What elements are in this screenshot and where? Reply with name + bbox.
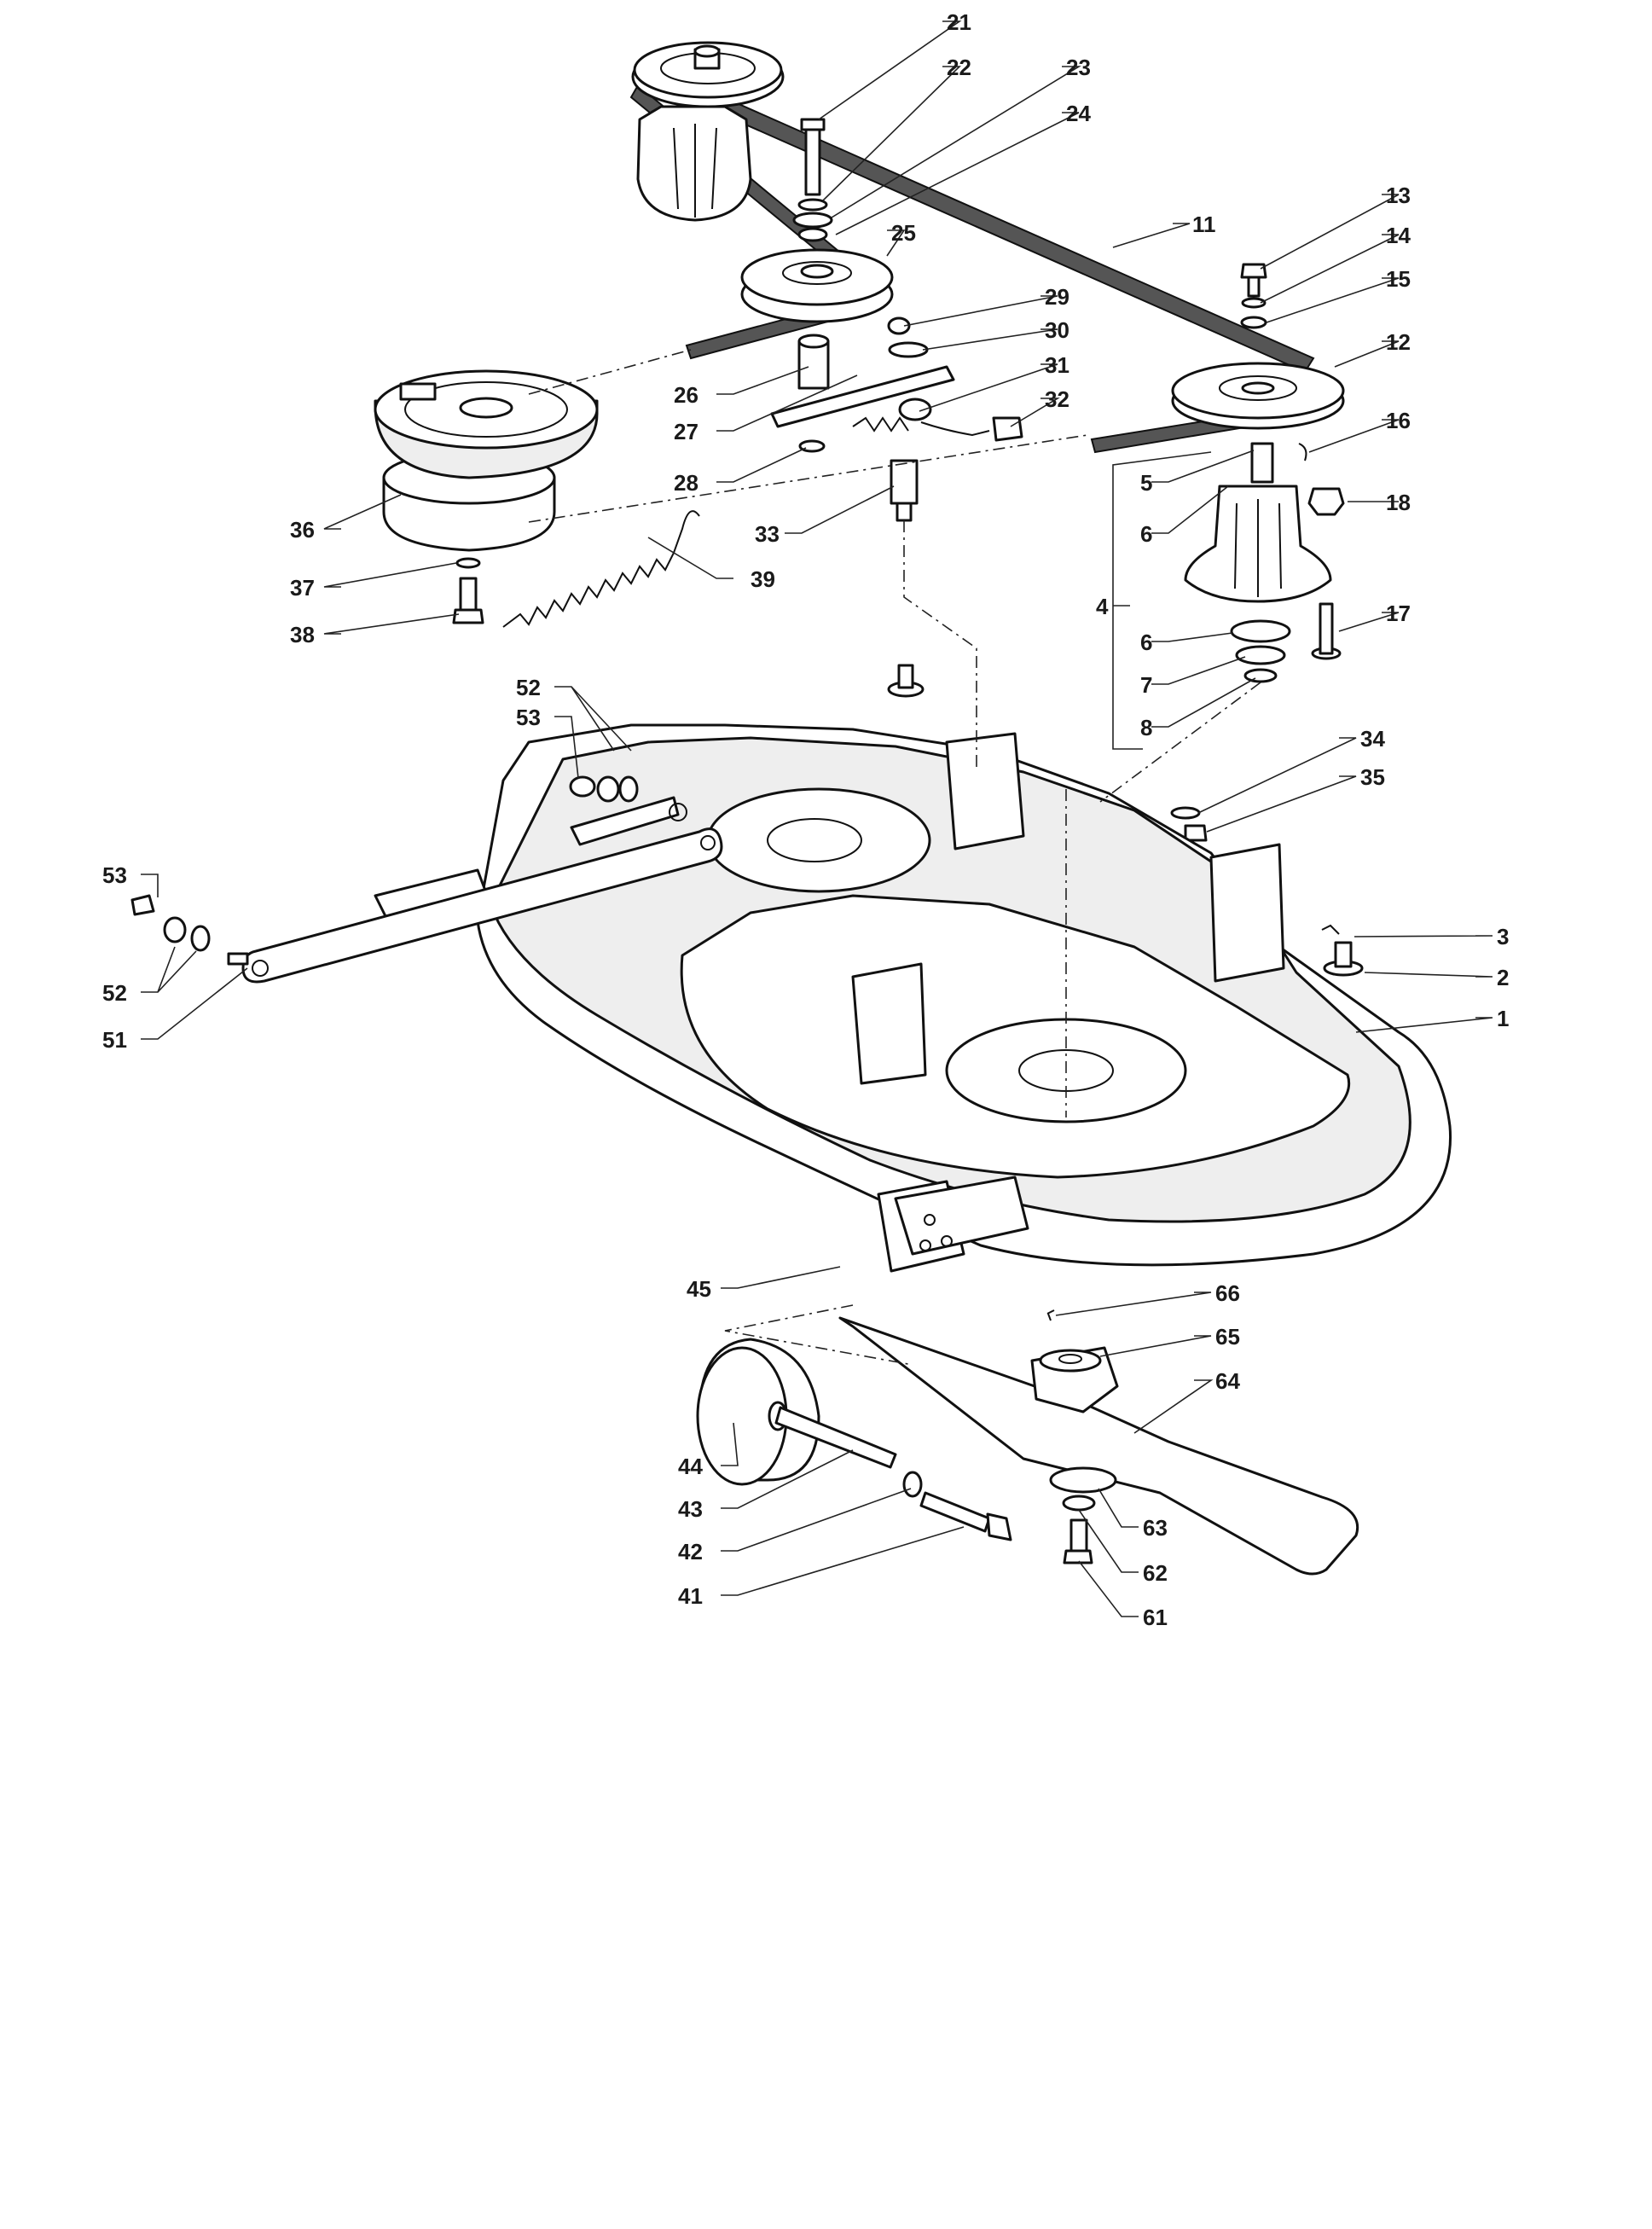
callout-52-lower: 52 xyxy=(102,980,127,1006)
callout-64: 64 xyxy=(1215,1368,1240,1394)
callout-35: 35 xyxy=(1360,764,1385,790)
callout-15: 15 xyxy=(1386,266,1411,292)
callout-30: 30 xyxy=(1045,317,1069,343)
callout-51: 51 xyxy=(102,1027,127,1053)
callout-43: 43 xyxy=(678,1496,703,1522)
top-spindle-pulley-assembly xyxy=(631,41,785,222)
tension-spring-39 xyxy=(502,510,700,628)
callout-34: 34 xyxy=(1360,726,1385,752)
callout-24: 24 xyxy=(1066,101,1091,126)
right-spindle-pulley-assembly xyxy=(1171,362,1345,683)
callout-17: 17 xyxy=(1386,601,1411,626)
callout-2: 2 xyxy=(1497,965,1509,990)
callout-36: 36 xyxy=(290,517,315,543)
callout-45: 45 xyxy=(687,1276,711,1302)
anti-scalp-wheel-44 xyxy=(696,1338,1012,1541)
assembly-centerlines xyxy=(528,349,1261,1366)
callout-4: 4 xyxy=(1096,594,1109,619)
callout-labels: 21 22 23 24 25 11 13 14 15 12 29 30 26 3… xyxy=(102,9,1509,1630)
nut-35-washer-34 xyxy=(1170,806,1208,842)
callout-6-lower: 6 xyxy=(1140,630,1152,655)
callout-3: 3 xyxy=(1497,924,1509,949)
callout-26: 26 xyxy=(674,382,698,408)
callout-37: 37 xyxy=(290,575,315,601)
callout-23: 23 xyxy=(1066,55,1091,80)
callout-27: 27 xyxy=(674,419,698,444)
mower-deck-1 xyxy=(374,723,1452,1273)
stud-2-clip-3 xyxy=(887,664,1364,977)
callout-1: 1 xyxy=(1497,1006,1509,1031)
lift-link-51 xyxy=(227,796,723,984)
callout-6-upper: 6 xyxy=(1140,521,1152,547)
callout-32: 32 xyxy=(1045,386,1069,412)
idler-pulley-25 xyxy=(740,248,894,323)
callout-63: 63 xyxy=(1143,1515,1168,1541)
callout-53-lower: 53 xyxy=(102,862,127,888)
bolt-13-and-washers xyxy=(1240,263,1267,329)
callout-52-upper: 52 xyxy=(516,675,541,700)
pin-16-nut-18-bolt-17 xyxy=(1298,443,1345,660)
callout-65: 65 xyxy=(1215,1324,1240,1350)
callout-44: 44 xyxy=(678,1454,703,1479)
idler-arm-assembly xyxy=(770,316,1023,522)
callout-5: 5 xyxy=(1140,470,1152,496)
callout-41: 41 xyxy=(678,1583,703,1609)
bolt-38-washer-37 xyxy=(452,557,484,624)
callout-38: 38 xyxy=(290,622,315,647)
callout-22: 22 xyxy=(947,55,971,80)
callout-42: 42 xyxy=(678,1539,703,1564)
callout-53-upper: 53 xyxy=(516,705,541,730)
callout-18: 18 xyxy=(1386,490,1411,515)
callout-62: 62 xyxy=(1143,1560,1168,1586)
callout-leader-lines xyxy=(141,20,1493,1617)
callout-28: 28 xyxy=(674,470,698,496)
bolt-21-and-washers xyxy=(792,118,833,242)
blade-64-hub-65 xyxy=(838,1309,1359,1576)
callout-8: 8 xyxy=(1140,715,1152,740)
callout-14: 14 xyxy=(1386,223,1411,248)
callout-21: 21 xyxy=(947,9,971,35)
callout-12: 12 xyxy=(1386,329,1411,355)
electric-clutch-36 xyxy=(374,369,599,552)
callout-61: 61 xyxy=(1143,1605,1168,1630)
callout-13: 13 xyxy=(1386,183,1411,208)
callout-66: 66 xyxy=(1215,1280,1240,1306)
fasteners-52-53 xyxy=(130,775,639,952)
callout-11: 11 xyxy=(1192,212,1216,237)
callout-31: 31 xyxy=(1045,352,1069,378)
callout-25: 25 xyxy=(891,220,916,246)
callout-39: 39 xyxy=(751,566,775,592)
callout-29: 29 xyxy=(1045,284,1069,310)
callout-7: 7 xyxy=(1140,672,1152,698)
callout-16: 16 xyxy=(1386,408,1411,433)
callout-33: 33 xyxy=(755,521,780,547)
